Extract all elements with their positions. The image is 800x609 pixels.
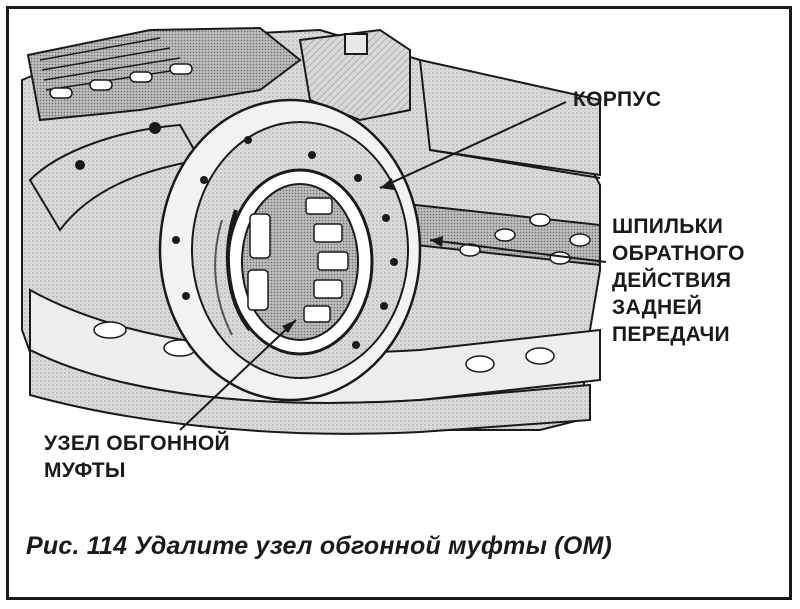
leader-housing	[379, 101, 567, 189]
label-overrunning-clutch: УЗЕЛ ОБГОННОЙ МУФТЫ	[44, 432, 230, 482]
figure-caption: Рис. 114 Удалите узел обгонной муфты (ОМ…	[26, 532, 613, 560]
leader-reverse-studs	[429, 239, 607, 263]
label-reverse-studs: ШПИЛЬКИ ОБРАТНОГО ДЕЙСТВИЯ ЗАДНЕЙ ПЕРЕДА…	[612, 215, 745, 346]
leader-overrunning-clutch	[179, 319, 297, 431]
leader-lines	[179, 101, 607, 431]
label-housing: КОРПУС	[573, 88, 662, 111]
transmission-illustration	[21, 26, 607, 435]
overrunning-clutch-bore	[158, 98, 422, 402]
